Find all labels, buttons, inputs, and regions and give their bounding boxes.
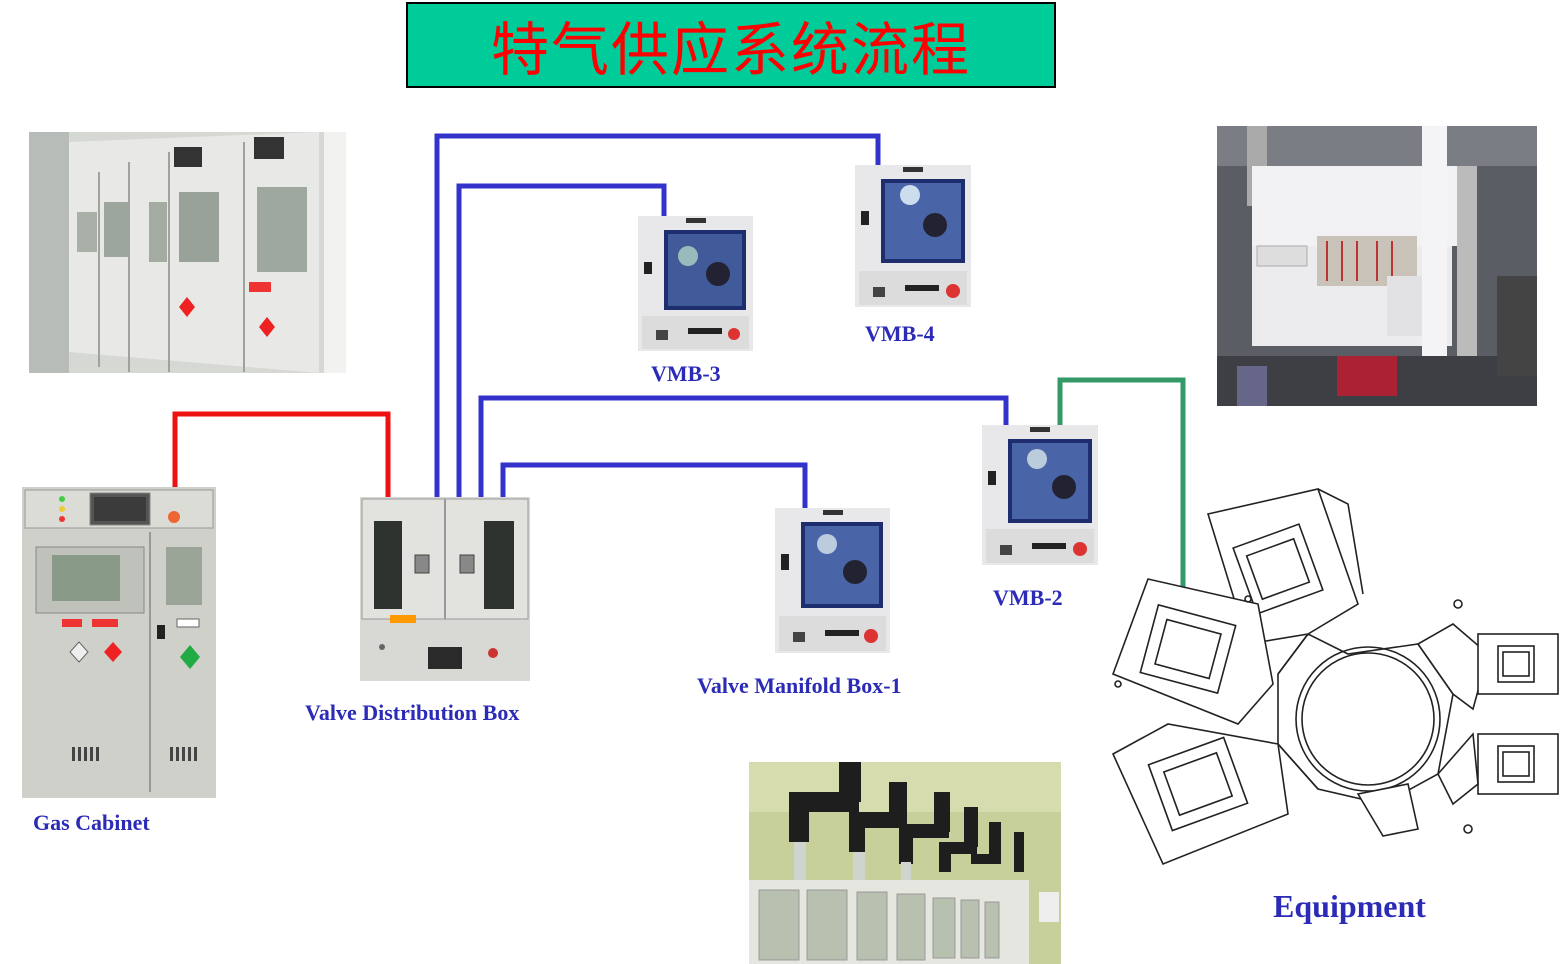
title-banner: 特气供应系统流程 bbox=[406, 2, 1056, 88]
line-vdb-to-vmb3 bbox=[456, 183, 667, 498]
label-valve-manifold-box-1: Valve Manifold Box-1 bbox=[697, 673, 902, 698]
gas-cabinet-photo bbox=[22, 487, 216, 798]
line-vdb-to-vmb4 bbox=[434, 133, 881, 498]
line-vdb-to-vmb1 bbox=[500, 462, 808, 509]
vmb-1-photo bbox=[775, 508, 890, 653]
page-title: 特气供应系统流程 bbox=[490, 16, 971, 84]
line-vdb-to-vmb2 bbox=[478, 395, 1009, 498]
label-valve-distribution-box: Valve Distribution Box bbox=[305, 700, 520, 725]
label-vmb-4: VMB-4 bbox=[865, 321, 935, 346]
vmb-2-photo bbox=[982, 425, 1098, 565]
tool-photo bbox=[1217, 126, 1537, 406]
equipment-layout-drawing bbox=[1108, 484, 1560, 866]
gas-room-photo bbox=[749, 762, 1061, 964]
label-vmb-3: VMB-3 bbox=[651, 361, 721, 386]
label-equipment: Equipment bbox=[1273, 888, 1426, 924]
label-vmb-2: VMB-2 bbox=[993, 585, 1063, 610]
line-vmb2-to-equipment bbox=[1057, 377, 1186, 590]
valve-distribution-box-photo bbox=[360, 497, 530, 681]
vmb-3-photo bbox=[638, 216, 753, 351]
gas-cabinet-room-photo bbox=[29, 132, 346, 373]
vmb-4-photo bbox=[855, 165, 971, 307]
label-gas-cabinet: Gas Cabinet bbox=[33, 810, 150, 835]
line-gas-cabinet-to-vdb bbox=[172, 411, 391, 498]
